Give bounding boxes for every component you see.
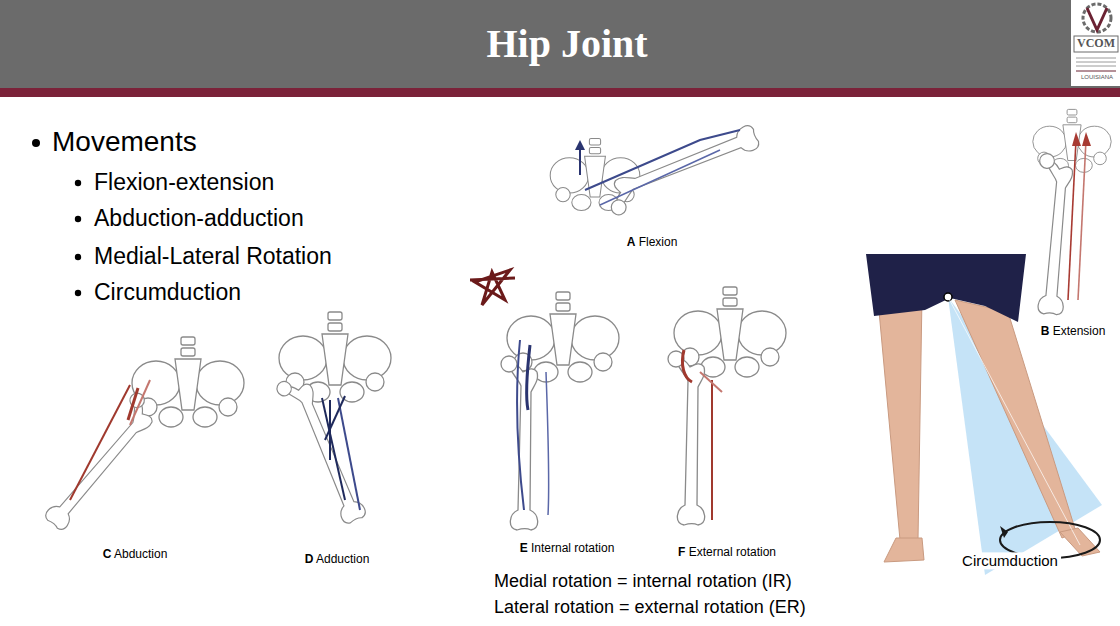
vcom-logo-part (1076, 62, 1116, 63)
external-rotation-figure-part (668, 351, 705, 525)
abduction-figure-part (70, 385, 130, 500)
external-rotation-figure-part (700, 372, 722, 392)
vcom-logo-part (1087, 8, 1107, 30)
extension-figure-part (1072, 132, 1081, 146)
bullet-dots-part (75, 254, 81, 260)
figure-caption: F External rotation (678, 546, 776, 560)
internal-rotation-figure-part (517, 340, 524, 510)
external-rotation-figure-part (711, 380, 713, 520)
bullet-heading: Movements (52, 126, 197, 158)
external-rotation-figure-part (674, 287, 786, 377)
extension-figure-part (1029, 153, 1074, 315)
note: Medial rotation = internal rotation (IR) (494, 571, 792, 592)
abduction-figure-part (130, 380, 150, 425)
bullet-item: Circumduction (94, 279, 241, 305)
internal-rotation-figure-part (546, 372, 549, 515)
flexion-figure-part (602, 124, 765, 217)
internal-rotation-figure (501, 292, 619, 530)
bullet-dots-part (75, 216, 81, 222)
logo-text: LOUISIANA (1081, 74, 1113, 81)
vcom-logo (1071, 0, 1120, 86)
star-mark (470, 270, 515, 305)
flexion-figure-part (579, 146, 581, 175)
circumduction-figure-part (866, 254, 1026, 322)
extension-figure (1029, 109, 1111, 315)
flexion-figure-part (585, 130, 740, 190)
flexion-figure-part (600, 150, 720, 205)
title-stripe (0, 88, 1120, 97)
bullet-item: Medial-Lateral Rotation (94, 243, 332, 269)
photo-caption: Circumduction (959, 552, 1061, 569)
bullet-dots-part (32, 139, 40, 147)
circumduction-figure-part (1000, 526, 1008, 538)
slide-title: Hip Joint (486, 21, 647, 67)
figure-caption: C Abduction (103, 548, 168, 562)
figure-caption: E Internal rotation (520, 542, 615, 556)
bullet-dots-part (75, 180, 81, 186)
title-bar (0, 0, 1120, 88)
internal-rotation-figure-part (507, 292, 619, 382)
vcom-logo-part (1071, 0, 1120, 86)
bullet-dots (32, 139, 81, 296)
abduction-figure-part (37, 390, 162, 532)
extension-figure-part (1068, 140, 1076, 300)
extension-figure-part (1082, 132, 1091, 146)
bullet-item: Abduction-adduction (94, 205, 304, 231)
bullet-item: Flexion-extension (94, 169, 274, 195)
figure-caption: A Flexion (627, 236, 678, 250)
adduction-figure-part (325, 396, 345, 440)
internal-rotation-figure-part (501, 356, 538, 530)
circumduction-figure-part (878, 296, 922, 540)
vcom-logo-part (1083, 4, 1111, 32)
internal-rotation-figure-part (527, 345, 530, 410)
adduction-figure-part (338, 398, 360, 510)
abduction-figure-part (128, 388, 138, 420)
external-rotation-figure (668, 287, 786, 525)
figure-caption: D Adduction (305, 553, 370, 567)
figure-caption: B Extension (1041, 325, 1106, 339)
external-rotation-figure-part (682, 350, 692, 382)
vcom-logo-part (1076, 66, 1116, 67)
vcom-logo-part (1076, 71, 1116, 72)
circumduction-figure-part (948, 297, 1102, 575)
flexion-figure (550, 124, 764, 217)
bullet-dots-part (75, 290, 81, 296)
vcom-logo-part (1076, 58, 1116, 59)
logo-text: VCOM (1077, 37, 1115, 51)
note: Lateral rotation = external rotation (ER… (494, 597, 806, 618)
adduction-figure (275, 312, 391, 529)
flexion-figure-part (575, 140, 585, 150)
circumduction-figure (866, 254, 1102, 575)
extension-figure-part (1078, 140, 1086, 300)
abduction-figure (37, 337, 244, 532)
adduction-figure-part (275, 372, 368, 529)
vcom-logo-part (1074, 36, 1118, 52)
circumduction-figure-part (884, 538, 924, 562)
